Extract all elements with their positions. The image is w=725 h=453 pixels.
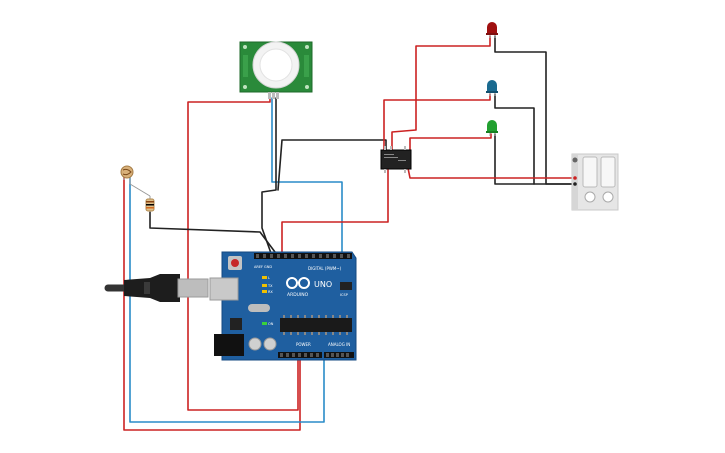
wire-led-blue-cathode[interactable] <box>494 93 535 185</box>
resistor-icon[interactable] <box>145 196 155 212</box>
wire-led-green-anode[interactable] <box>409 133 492 151</box>
icsp-header[interactable]: ICSP <box>340 282 352 297</box>
label-rx: RX <box>268 290 273 294</box>
icsp-label: ICSP <box>340 293 348 297</box>
led-green-icon[interactable] <box>486 120 498 136</box>
analog-pin-header[interactable] <box>324 352 354 358</box>
label-tx: TX <box>267 284 273 288</box>
wire-resistor-gnd[interactable] <box>149 211 279 257</box>
lamp-icon[interactable] <box>571 153 619 211</box>
digital-pin-header[interactable] <box>254 253 352 259</box>
wire-led-blue-anode[interactable] <box>383 93 491 151</box>
label-on: ON <box>268 322 274 326</box>
relay-icon[interactable] <box>380 146 412 173</box>
wire-pir-vcc[interactable] <box>187 97 299 411</box>
power-pin-header[interactable] <box>278 352 322 358</box>
wire-pir-gnd[interactable] <box>261 97 277 257</box>
analog-section-label: ANALOG IN <box>328 342 350 347</box>
atmega-chip <box>280 318 352 332</box>
label-l: L <box>268 276 270 280</box>
arduino-uno-board[interactable]: AREF GND DIGITAL (PWM~) L TX RX ARDUINO … <box>209 251 357 361</box>
crystal-oscillator <box>248 304 270 312</box>
usb-cable-icon[interactable] <box>104 274 209 302</box>
pir-sensor-icon[interactable] <box>239 41 313 99</box>
label-aref: AREF <box>254 265 263 269</box>
wire-led-red-anode[interactable] <box>391 35 491 151</box>
reset-button[interactable] <box>231 259 239 267</box>
wire-led-red-cathode[interactable] <box>494 35 579 185</box>
voltage-regulator <box>230 318 242 330</box>
led-blue-icon[interactable] <box>486 80 498 96</box>
label-gnd: GND <box>264 265 272 269</box>
photoresistor-icon[interactable] <box>120 165 151 197</box>
wire-gnd-bus[interactable] <box>277 139 387 191</box>
power-section-label: POWER <box>296 342 311 347</box>
wire-ldr-vcc[interactable] <box>123 177 301 431</box>
wire-pir-out[interactable] <box>271 97 343 257</box>
wires <box>123 35 579 431</box>
arduino-logo: ARDUINO UNO <box>286 277 332 298</box>
brand-label: ARDUINO <box>287 292 309 298</box>
wire-ldr-signal[interactable] <box>129 177 325 423</box>
wire-relay-lamp[interactable] <box>407 167 579 179</box>
wire-relay-signal[interactable] <box>281 169 389 257</box>
digital-section-label: DIGITAL (PWM~) <box>308 266 342 271</box>
led-red-icon[interactable] <box>486 22 498 38</box>
model-label: UNO <box>314 280 332 289</box>
wire-led-green-cathode[interactable] <box>494 133 579 185</box>
